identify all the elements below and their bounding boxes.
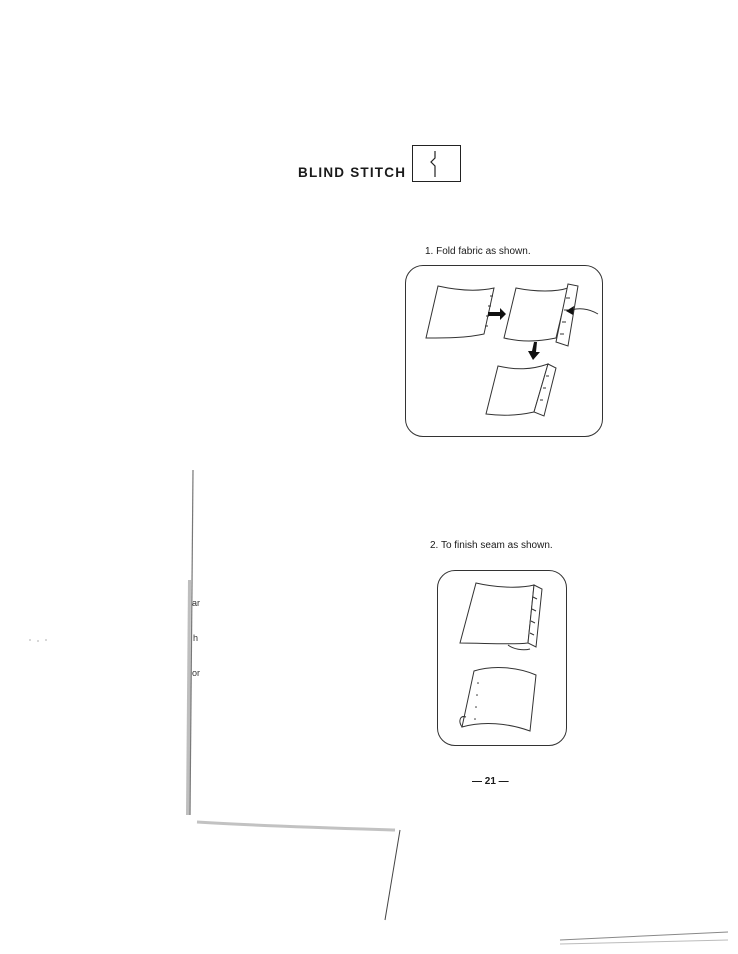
- page-number: — 21 —: [472, 776, 509, 787]
- fold-fabric-illustration: [405, 265, 603, 437]
- margin-fragment: h: [193, 633, 199, 643]
- margin-fragment: ar: [192, 598, 201, 608]
- margin-fragment: or: [192, 668, 201, 678]
- section-title: BLIND STITCH: [298, 165, 407, 180]
- arrow-icon: [488, 308, 506, 320]
- finish-seam-illustration: [437, 570, 567, 746]
- stitch-pattern-box: [412, 145, 461, 182]
- blind-stitch-pattern-icon: [430, 151, 436, 177]
- step-2-label: 2. To finish seam as shown.: [430, 540, 553, 551]
- arrow-icon: [528, 342, 540, 360]
- step-1-label: 1. Fold fabric as shown.: [425, 246, 531, 257]
